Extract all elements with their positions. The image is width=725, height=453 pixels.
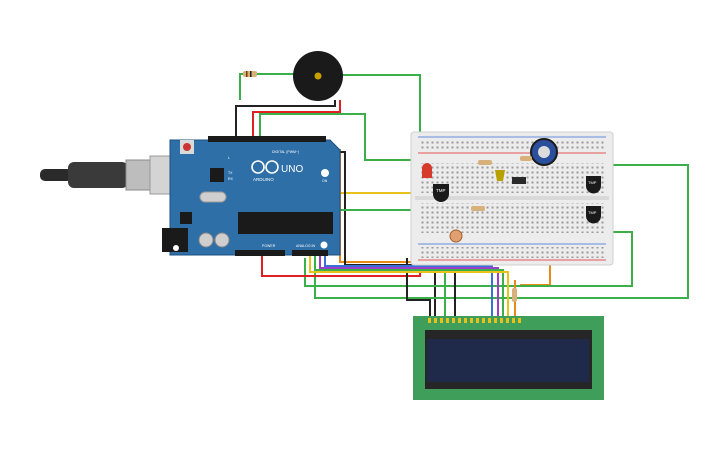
temp-sensor-3-label: TMP [588, 210, 597, 215]
digital-label: DIGITAL (PWM~) [272, 150, 299, 154]
wire-lcd-black1[interactable] [406, 258, 431, 318]
yellow-component[interactable] [495, 170, 505, 181]
red-led[interactable] [422, 163, 432, 178]
temp-sensor-2-label: TMP [588, 180, 597, 185]
wire-buzzer-green[interactable] [335, 74, 421, 165]
l-label: L [228, 156, 230, 160]
resistor-buzzer[interactable] [243, 71, 257, 77]
temp-sensor-1-label: TMP [436, 188, 446, 193]
analog-header [292, 250, 328, 256]
power-label: POWER [262, 244, 276, 248]
power-header [235, 250, 285, 256]
lcd-screen [427, 339, 589, 382]
atmega-chip [238, 212, 333, 234]
wire-lcd-blue[interactable] [324, 256, 493, 318]
photoresistor[interactable] [449, 229, 463, 243]
arduino-board[interactable]: UNO ARDUINO DIGITAL (PWM~) POWER ANALOG … [162, 136, 341, 256]
digital-header [208, 136, 326, 142]
lcd-display[interactable] [413, 316, 604, 400]
tx-label: TX [228, 171, 233, 175]
wire-top-black[interactable] [235, 100, 336, 138]
potentiometer[interactable] [530, 138, 558, 166]
breadboard[interactable] [410, 131, 614, 266]
wire-top-green[interactable] [259, 113, 465, 161]
temp-sensor-3[interactable]: TMP [586, 206, 601, 224]
analog-label: ANALOG IN [296, 244, 316, 248]
wire-green-right-loop[interactable] [314, 164, 689, 299]
wire-buzzer-resistor[interactable] [239, 73, 295, 100]
usb-cable[interactable] [40, 155, 173, 195]
lcd-pins [428, 318, 521, 323]
resistor-lcd[interactable] [512, 288, 517, 302]
arduino-logo-icon [251, 160, 279, 174]
wire-lcd-yellow[interactable] [309, 256, 509, 318]
arduino-model: UNO [281, 164, 303, 175]
wire-lcd-purple[interactable] [319, 256, 499, 318]
temp-sensor-1[interactable]: TMP [433, 184, 449, 202]
temp-sensor-2[interactable]: TMP [586, 176, 601, 194]
resistor-2[interactable] [520, 156, 532, 161]
arduino-brand: ARDUINO [253, 177, 274, 182]
rx-label: RX [228, 177, 234, 181]
on-label: ON [322, 179, 328, 183]
slide-switch[interactable] [512, 177, 526, 184]
resistor-3[interactable] [471, 206, 485, 211]
wire-lcd-green2[interactable] [314, 256, 504, 318]
wire-top-red[interactable] [252, 100, 341, 138]
piezo-buzzer[interactable] [293, 51, 343, 101]
resistor-1[interactable] [478, 160, 492, 165]
